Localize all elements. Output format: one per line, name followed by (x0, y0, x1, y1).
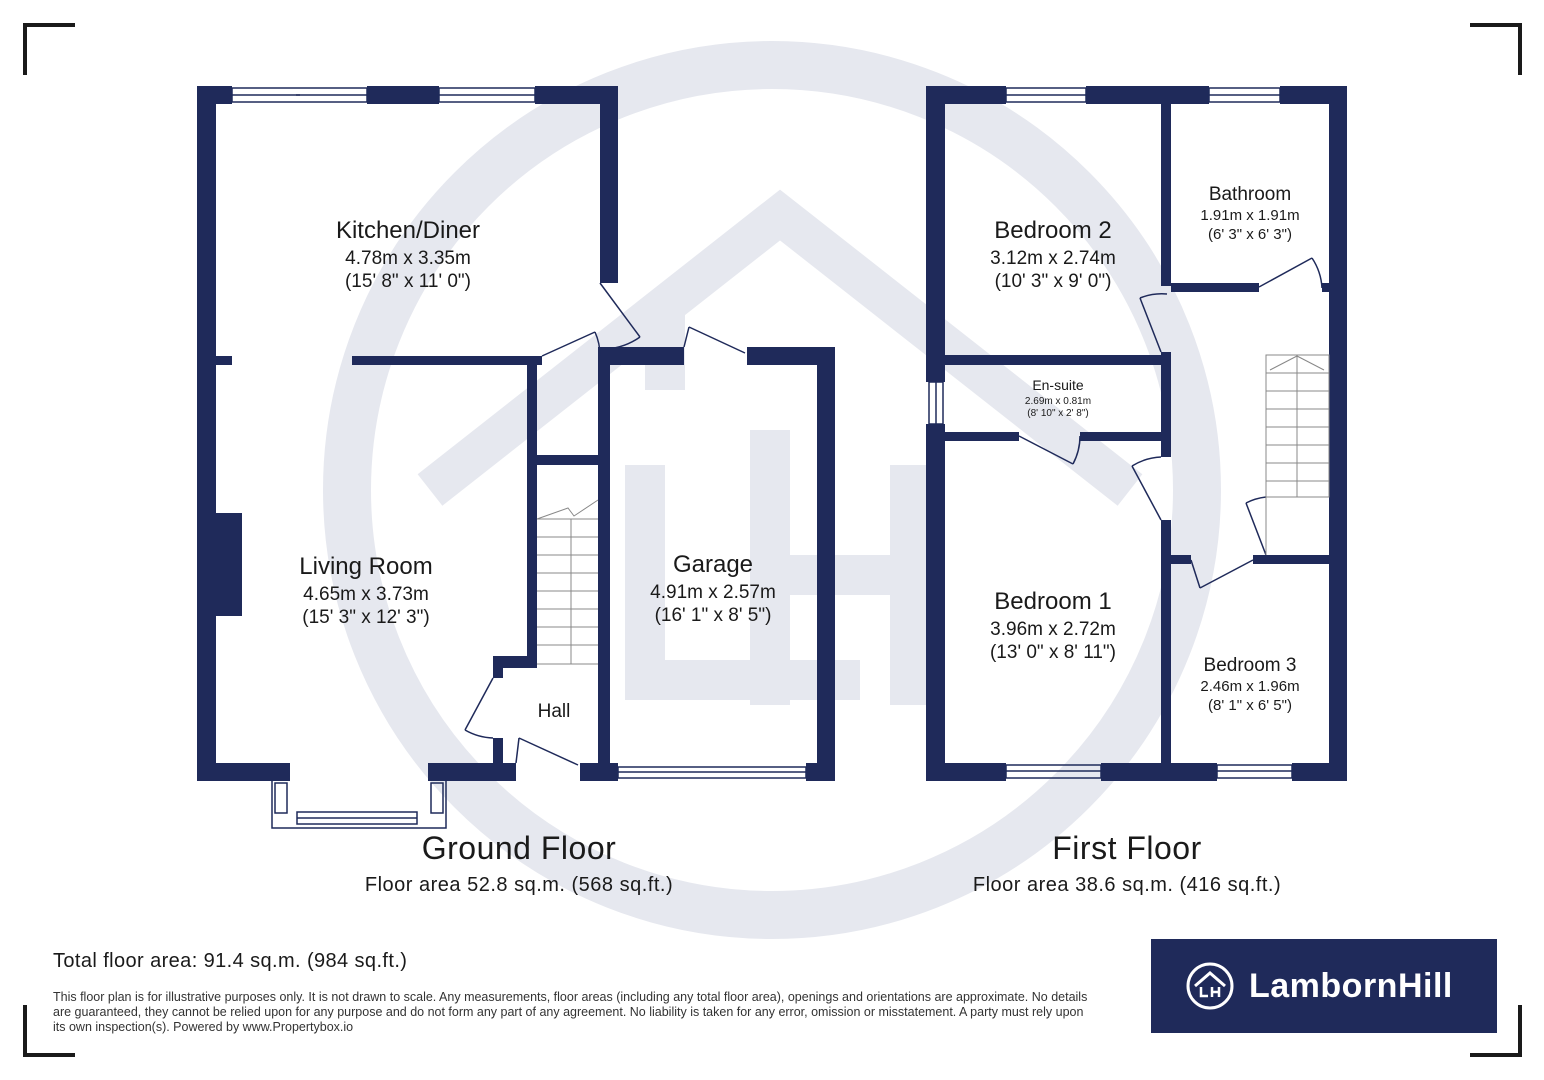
first-floor-stairs (1265, 354, 1330, 555)
room-imperial: (10' 3" x 9' 0") (995, 271, 1112, 292)
room-imperial: (8' 1" x 6' 5") (1208, 697, 1292, 714)
room-garage: Garage 4.91m x 2.57m (16' 1" x 8' 5") (650, 551, 776, 626)
room-name: Bathroom (1209, 184, 1291, 205)
room-metric: 4.91m x 2.57m (650, 582, 776, 603)
room-metric: 3.96m x 2.72m (990, 619, 1116, 640)
room-name: Kitchen/Diner (336, 217, 480, 244)
room-metric: 2.69m x 0.81m (1025, 396, 1091, 407)
total-floor-area: Total floor area: 91.4 sq.m. (984 sq.ft.… (53, 950, 408, 972)
room-name: Garage (673, 551, 753, 578)
room-metric: 1.91m x 1.91m (1200, 207, 1299, 224)
room-name: Hall (538, 701, 571, 722)
room-name: Living Room (299, 553, 432, 580)
first-floor-title: First Floor (1052, 830, 1202, 866)
room-living-room: Living Room 4.65m x 3.73m (15' 3" x 12' … (299, 553, 432, 628)
room-imperial: (15' 3" x 12' 3") (302, 607, 429, 628)
room-hall: Hall (538, 701, 571, 722)
room-bedroom-3: Bedroom 3 2.46m x 1.96m (8' 1" x 6' 5") (1200, 655, 1299, 714)
room-name: En-suite (1032, 377, 1084, 393)
room-name: Bedroom 2 (994, 217, 1111, 244)
room-bedroom-2: Bedroom 2 3.12m x 2.74m (10' 3" x 9' 0") (990, 217, 1116, 292)
ground-floor-stairs (536, 499, 599, 665)
room-imperial: (8' 10" x 2' 8") (1027, 408, 1089, 419)
house-lh-watermark-icon (323, 41, 1221, 939)
room-imperial: (6' 3" x 6' 3") (1208, 226, 1292, 243)
agent-logo: LambornHill (1151, 939, 1497, 1033)
ground-floor-area: Floor area 52.8 sq.m. (568 sq.ft.) (365, 874, 673, 896)
house-lh-icon (1186, 962, 1234, 1010)
first-floor-area: Floor area 38.6 sq.m. (416 sq.ft.) (973, 874, 1281, 896)
logo-text: LambornHill (1249, 966, 1453, 1005)
first-floor-walls (926, 86, 1347, 781)
room-en-suite: En-suite 2.69m x 0.81m (8' 10" x 2' 8") (1025, 377, 1091, 419)
room-metric: 3.12m x 2.74m (990, 248, 1116, 269)
ground-floor-openings (231, 87, 807, 829)
room-imperial: (13' 0" x 8' 11") (990, 642, 1116, 663)
room-metric: 4.78m x 3.35m (345, 248, 471, 269)
room-imperial: (15' 8" x 11' 0") (345, 271, 471, 292)
room-metric: 4.65m x 3.73m (303, 584, 429, 605)
ground-floor-title: Ground Floor (422, 830, 617, 866)
room-bathroom: Bathroom 1.91m x 1.91m (6' 3" x 6' 3") (1200, 184, 1299, 243)
disclaimer-text: This floor plan is for illustrative purp… (53, 990, 1088, 1034)
first-floor-openings (928, 87, 1323, 779)
crop-marks (23, 23, 1522, 1057)
room-imperial: (16' 1" x 8' 5") (655, 605, 772, 626)
room-name: Bedroom 1 (994, 588, 1111, 615)
ground-floor-walls (197, 86, 835, 781)
room-kitchen-diner: Kitchen/Diner 4.78m x 3.35m (15' 8" x 11… (336, 217, 480, 292)
room-metric: 2.46m x 1.96m (1200, 678, 1299, 695)
room-bedroom-1: Bedroom 1 3.96m x 2.72m (13' 0" x 8' 11"… (990, 588, 1116, 663)
room-name: Bedroom 3 (1204, 655, 1297, 676)
